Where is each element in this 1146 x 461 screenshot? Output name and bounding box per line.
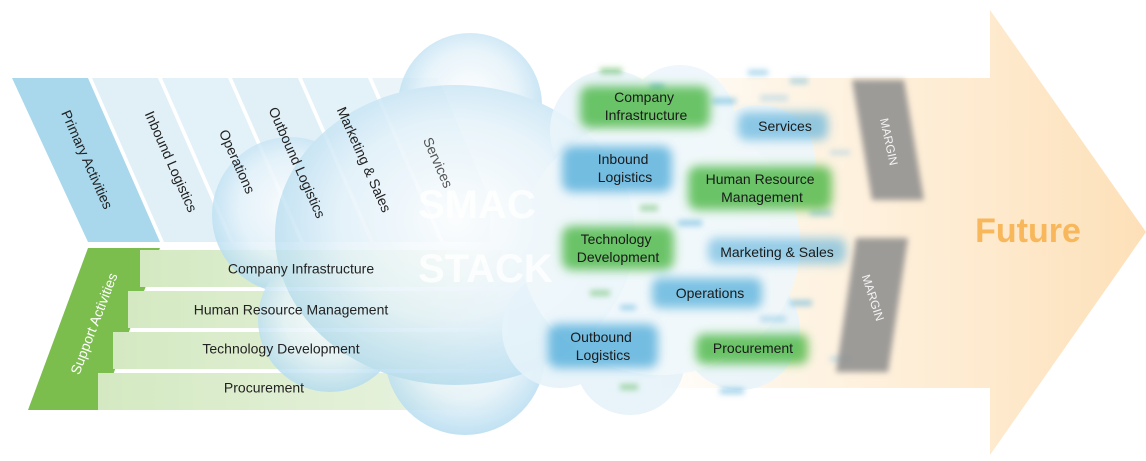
smac-stack-title: SMAC STACK bbox=[418, 183, 553, 291]
primary-header-chevron bbox=[12, 78, 160, 242]
support-item-label: Human Resource Management bbox=[194, 302, 389, 318]
support-header-parallelogram bbox=[28, 248, 160, 410]
blob-operations: Operations bbox=[676, 285, 744, 301]
support-item-label: Procurement bbox=[224, 380, 304, 396]
future-label: Future bbox=[975, 212, 1081, 250]
smac-text: SMAC bbox=[418, 183, 536, 227]
blob-backgrounds bbox=[548, 86, 846, 368]
support-item-label: Company Infrastructure bbox=[228, 261, 374, 277]
margin-bars bbox=[836, 80, 924, 372]
blob-marketing-sales: Marketing & Sales bbox=[720, 244, 834, 260]
blob-company-infrastructure: Company Infrastructure bbox=[605, 89, 688, 123]
blob-inbound-logistics: Inbound Logistics bbox=[598, 151, 653, 185]
blob-services: Services bbox=[758, 118, 812, 134]
blob-procurement: Procurement bbox=[713, 340, 793, 356]
primary-item-chevron bbox=[92, 78, 230, 242]
blob-labels: Company Infrastructure Inbound Logistics… bbox=[570, 89, 834, 363]
support-item-label: Technology Development bbox=[202, 341, 359, 357]
blob-human-resource-management: Human Resource Management bbox=[706, 171, 819, 205]
blob-outbound-logistics: Outbound Logistics bbox=[570, 329, 635, 363]
blob-technology-development: Technology Development bbox=[577, 231, 660, 265]
stack-text: STACK bbox=[418, 247, 553, 291]
